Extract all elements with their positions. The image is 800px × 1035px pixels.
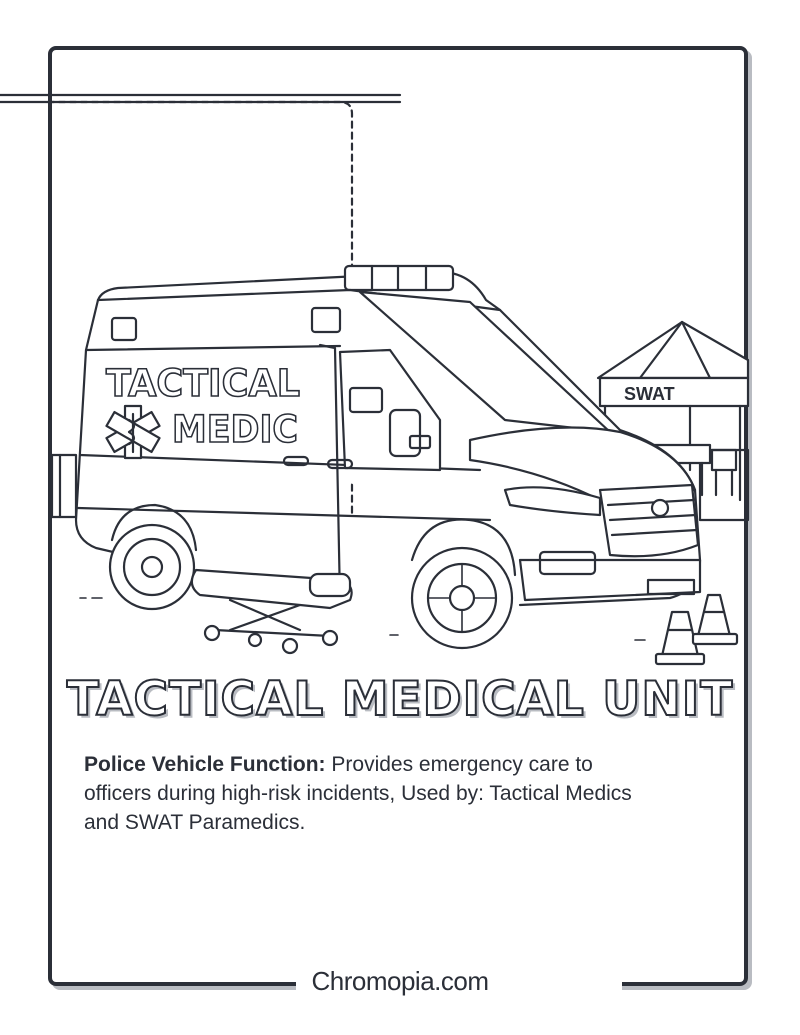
footer-band xyxy=(296,966,622,1006)
vehicle-description: Police Vehicle Function: Provides emerge… xyxy=(84,750,664,837)
van-side-lettering: TACTICAL MEDIC xyxy=(105,361,301,452)
description-body: Provides emergency care to officers duri… xyxy=(84,753,632,834)
barrier xyxy=(50,448,750,522)
stretcher-icon xyxy=(190,568,353,655)
ground-marks xyxy=(79,597,646,641)
van-text-tactical: TACTICAL xyxy=(106,362,300,405)
description-lead-label: Police Vehicle Function: xyxy=(84,753,326,776)
front-wheel xyxy=(410,518,517,650)
star-of-life-icon xyxy=(105,404,161,460)
guide-lines xyxy=(0,93,402,517)
ambulance-van xyxy=(74,264,702,607)
tent-sign-swat: SWAT xyxy=(624,384,675,404)
rear-wheel xyxy=(108,503,198,611)
traffic-cone-icon xyxy=(654,593,739,666)
page-title: TACTICAL MEDICAL UNIT xyxy=(66,671,734,728)
footer-site-name: Chromopia.com xyxy=(311,966,489,996)
van-text-medic: MEDIC xyxy=(172,408,298,451)
